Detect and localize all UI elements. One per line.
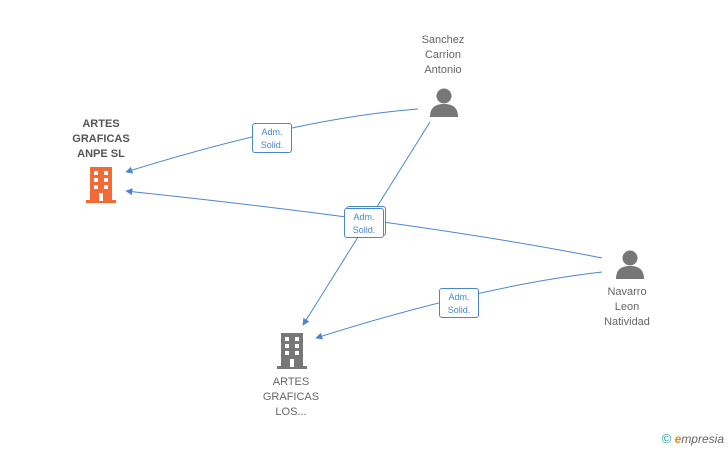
edge-label-navarro-los[interactable]: Adm. Solid. <box>439 288 479 318</box>
person-icon[interactable] <box>428 87 460 117</box>
building-icon[interactable] <box>84 167 118 203</box>
empresia-logo: © empresia <box>661 431 724 446</box>
copyright-icon: © <box>661 431 672 446</box>
node-label-artes-graficas-anpe[interactable]: ARTES GRAFICAS ANPE SL <box>72 118 130 160</box>
edge-navarro-to-artes-anpe <box>125 188 603 259</box>
node-label-sanchez-carrion-antonio[interactable]: Sanchez Carrion Antonio <box>421 34 465 76</box>
building-icon[interactable] <box>275 333 309 369</box>
edge-label-navarro-anpe[interactable]: Adm. Solid. <box>344 208 384 238</box>
edge-label-sanchez-anpe[interactable]: Adm. Solid. <box>252 123 292 153</box>
node-label-artes-graficas-los[interactable]: ARTES GRAFICAS LOS... <box>262 376 320 418</box>
person-icon[interactable] <box>614 249 646 279</box>
node-label-navarro-leon-natividad[interactable]: Navarro Leon Natividad <box>604 286 650 328</box>
